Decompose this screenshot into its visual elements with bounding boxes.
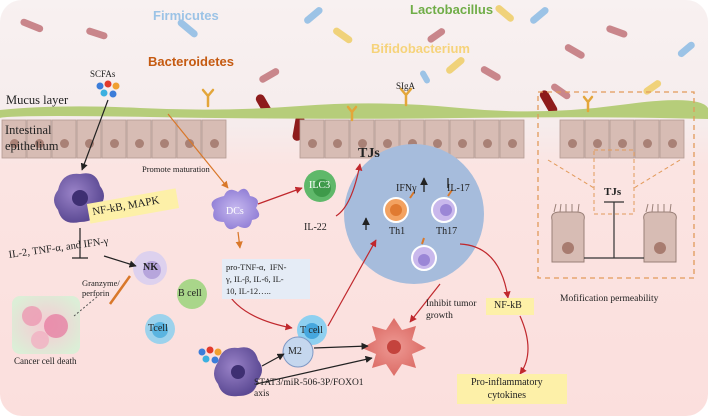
epithelial-nucleus (483, 139, 492, 149)
label-firmicutes: Firmicutes (153, 8, 219, 23)
label-nk: NK (143, 262, 158, 273)
epithelial-cell (449, 119, 475, 159)
label-lactobacillus: Lactobacillus (410, 2, 494, 17)
siga-antibodies (201, 87, 594, 122)
epithelial-nucleus (668, 139, 677, 149)
b-cell (177, 279, 207, 309)
epithelial-nucleus (60, 139, 69, 149)
label-t-cell: T cell (300, 325, 323, 336)
epithelial-cell (499, 119, 525, 159)
label-ilc3: ILC3 (309, 180, 331, 191)
epithelial-nucleus (458, 139, 467, 149)
epithelial-cell (1, 119, 27, 159)
arrows (72, 99, 529, 385)
epithelial-cell (126, 119, 152, 159)
label-il22: IL-22 (304, 222, 327, 233)
label-ifng: IFNγ (396, 183, 417, 194)
epithelial-nucleus (110, 139, 119, 149)
epithelial-nucleus (135, 139, 144, 149)
label-tcell-small: Tcell (148, 323, 168, 334)
epithelial-cell (559, 119, 585, 159)
label-m2: M2 (288, 346, 302, 357)
label-tjs-side: TJs (604, 186, 622, 198)
label-promote-maturation: Promote maturation (142, 164, 210, 174)
label-dcs: DCs (226, 206, 244, 217)
epithelial-cell (474, 119, 500, 159)
epithelial-cell (299, 119, 325, 159)
zoomed-cells (551, 203, 677, 263)
epithelial-cell (584, 119, 610, 159)
label-inhibit-tumor: Inhibit tumor growth (426, 299, 477, 321)
cytokines-box: pro-TNF-α, IFN- γ, IL-β, IL-6, IL- 10, I… (222, 259, 310, 299)
epithelial-cell (324, 119, 350, 159)
epithelial-nucleus (618, 139, 627, 149)
label-stat3: STAT3/miR-506-3P/FOXO1 axis (254, 378, 364, 399)
epithelial-nucleus (508, 139, 517, 149)
epithelial-cell (26, 119, 52, 159)
label-scfas: SCFAs (90, 69, 116, 79)
label-tjs-main: TJs (358, 146, 380, 161)
epithelial-nucleus (643, 139, 652, 149)
epithelial-cell (51, 119, 77, 159)
epithelial-cell (151, 119, 177, 159)
label-mucus-layer: Mucus layer (6, 93, 69, 107)
label-modification: Mofification permeability (560, 294, 659, 304)
label-cytokines: pro-TNF-α, IFN- γ, IL-β, IL-6, IL- 10, I… (226, 262, 287, 296)
label-il17: IL-17 (447, 183, 470, 194)
epithelial-cell (659, 119, 685, 159)
label-th1: Th1 (389, 226, 406, 237)
nfkb-box: NF-kB (486, 298, 534, 315)
epithelial-cell (201, 119, 227, 159)
label-intestinal-epithelium: Intestinal epithelium (5, 123, 59, 153)
scfa-dots-top (96, 80, 120, 98)
immune-cluster-circle (344, 144, 484, 284)
m2-cell (282, 336, 314, 368)
bacteria-group (20, 5, 695, 141)
zoom-nucleus-right (654, 242, 666, 254)
epithelial-nucleus (160, 139, 169, 149)
epithelial-cell (609, 119, 635, 159)
epithelial-nucleus (593, 139, 602, 149)
label-th17: Th17 (436, 226, 458, 237)
label-bacteroidetes: Bacteroidetes (148, 54, 234, 69)
epithelial-nucleus (210, 139, 219, 149)
epithelial-nucleus (358, 139, 367, 149)
dc-cell (211, 188, 260, 230)
epithelial-nucleus (85, 139, 94, 149)
epithelium-cells (1, 119, 685, 159)
label-nfkb: NF-kB (494, 300, 522, 311)
label-cancer-cell-death: Cancer cell death (14, 356, 77, 366)
label-siga: SIgA (396, 81, 416, 91)
epithelial-nucleus (333, 139, 342, 149)
label-bifidobacterium: Bifidobacterium (371, 41, 470, 56)
scfa-dots-bottom (198, 346, 222, 364)
epithelial-nucleus (35, 139, 44, 149)
label-b-cell: B cell (178, 288, 202, 299)
epithelial-nucleus (568, 139, 577, 149)
tj-inhibit-symbol (584, 202, 644, 259)
epithelial-cell (634, 119, 660, 159)
epithelial-nucleus (185, 139, 194, 149)
epithelial-nucleus (308, 139, 317, 149)
epithelial-nucleus (433, 139, 442, 149)
zoom-nucleus-left (562, 242, 574, 254)
epithelial-cell (349, 119, 375, 159)
epithelial-nucleus (383, 139, 392, 149)
pro-inflammatory-box: Pro-inflammatory cytokines (457, 374, 567, 404)
epithelial-cell (101, 119, 127, 159)
label-pro-inflammatory: Pro-inflammatory cytokines (471, 377, 543, 401)
epithelial-nucleus (10, 139, 19, 149)
label-granzyme: Granzyme/ perforin (82, 278, 120, 298)
